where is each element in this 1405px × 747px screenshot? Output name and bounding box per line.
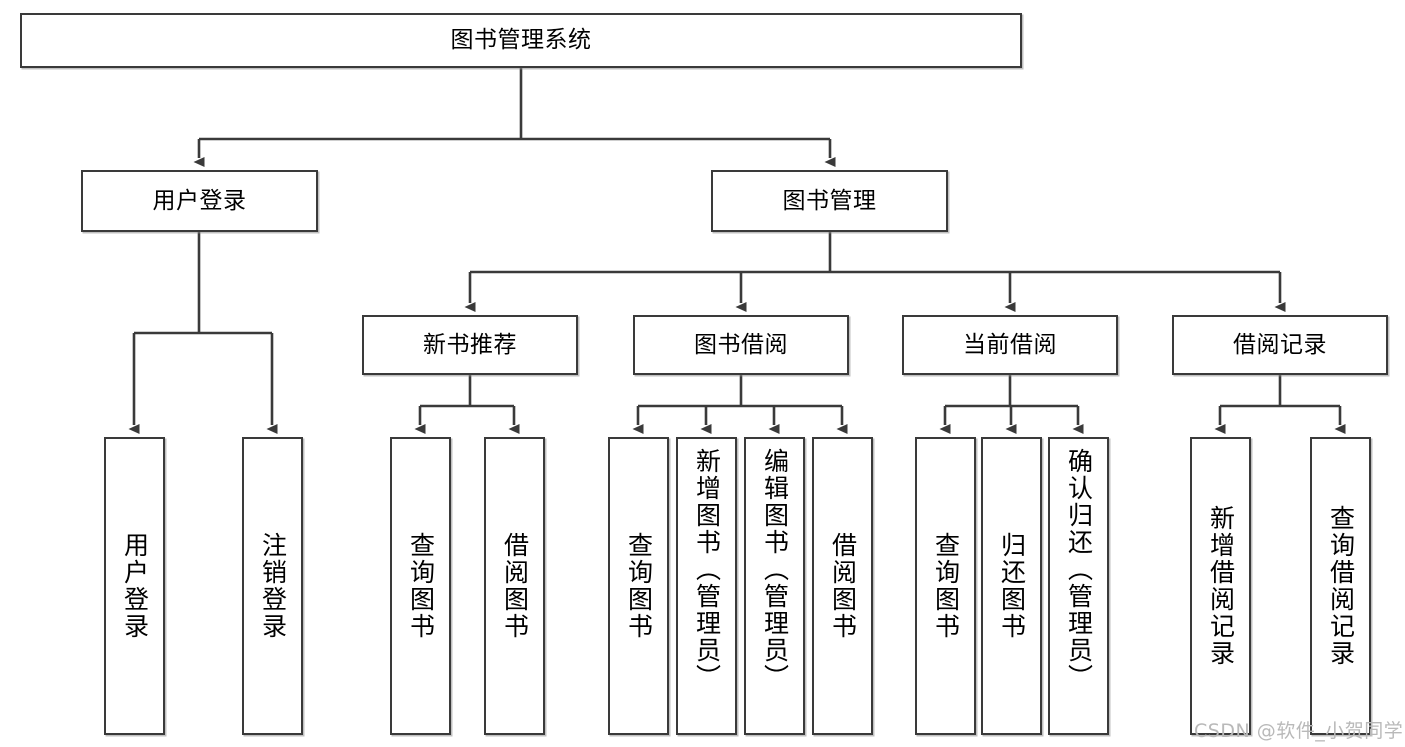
node-leaf-add-book[interactable]: 新增图书（管理员）	[676, 437, 737, 735]
node-user-login[interactable]: 用户登录	[81, 170, 318, 232]
node-leaf-query-book-recommend-label: 查询图书	[406, 532, 436, 640]
node-leaf-query-book-current-label: 查询图书	[931, 532, 961, 640]
node-book-manage-label: 图书管理	[782, 187, 877, 214]
node-current-borrow[interactable]: 当前借阅	[902, 315, 1118, 375]
node-borrow-record[interactable]: 借阅记录	[1172, 315, 1388, 375]
node-leaf-logout[interactable]: 注销登录	[242, 437, 303, 735]
node-leaf-return-book[interactable]: 归还图书	[981, 437, 1042, 735]
node-leaf-add-book-label: 新增图书（管理员）	[692, 448, 722, 691]
node-leaf-borrow-book-recommend-label: 借阅图书	[500, 532, 530, 640]
node-leaf-add-record-label: 新增借阅记录	[1206, 505, 1236, 667]
node-root-label: 图书管理系统	[450, 27, 592, 54]
node-book-manage[interactable]: 图书管理	[711, 170, 948, 232]
node-leaf-query-record[interactable]: 查询借阅记录	[1310, 437, 1371, 735]
node-leaf-logout-label: 注销登录	[258, 532, 288, 640]
node-book-borrow-label: 图书借阅	[694, 331, 788, 358]
node-root[interactable]: 图书管理系统	[20, 13, 1022, 68]
csdn-watermark: CSDN @软件_小贺同学	[1194, 720, 1404, 742]
node-borrow-record-label: 借阅记录	[1233, 331, 1327, 358]
node-new-book-recommend[interactable]: 新书推荐	[362, 315, 578, 375]
node-book-borrow[interactable]: 图书借阅	[633, 315, 849, 375]
node-leaf-edit-book[interactable]: 编辑图书（管理员）	[744, 437, 805, 735]
node-leaf-query-book-borrow-label: 查询图书	[624, 532, 654, 640]
node-leaf-query-book-current[interactable]: 查询图书	[915, 437, 976, 735]
node-leaf-query-book-recommend[interactable]: 查询图书	[390, 437, 451, 735]
node-leaf-borrow-book-recommend[interactable]: 借阅图书	[484, 437, 545, 735]
node-leaf-edit-book-label: 编辑图书（管理员）	[760, 448, 790, 691]
node-leaf-query-book-borrow[interactable]: 查询图书	[608, 437, 669, 735]
node-leaf-confirm-return-label: 确认归还（管理员）	[1064, 448, 1094, 691]
node-leaf-user-login[interactable]: 用户登录	[104, 437, 165, 735]
node-leaf-return-book-label: 归还图书	[997, 532, 1027, 640]
node-leaf-borrow-book[interactable]: 借阅图书	[812, 437, 873, 735]
node-current-borrow-label: 当前借阅	[963, 331, 1057, 358]
node-leaf-add-record[interactable]: 新增借阅记录	[1190, 437, 1251, 735]
node-leaf-user-login-label: 用户登录	[120, 532, 150, 640]
node-user-login-label: 用户登录	[152, 187, 247, 214]
node-leaf-confirm-return[interactable]: 确认归还（管理员）	[1048, 437, 1109, 735]
node-leaf-borrow-book-label: 借阅图书	[828, 532, 858, 640]
node-new-book-recommend-label: 新书推荐	[423, 331, 517, 358]
node-leaf-query-record-label: 查询借阅记录	[1326, 505, 1356, 667]
